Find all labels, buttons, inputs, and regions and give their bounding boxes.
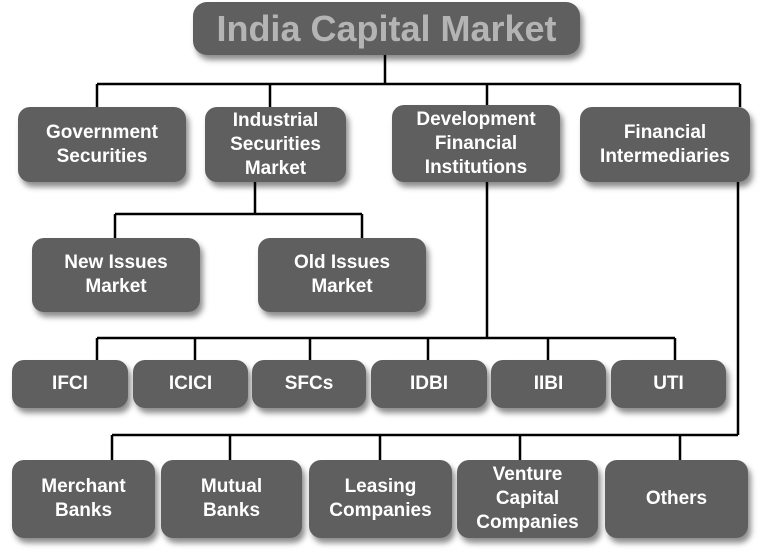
node-sfcs: SFCs	[252, 360, 366, 408]
node-iibi: IIBI	[491, 360, 606, 408]
node-old-issues-market: Old Issues Market	[258, 238, 426, 312]
node-mutual-banks: Mutual Banks	[161, 460, 302, 538]
node-government-securities: Government Securities	[18, 107, 186, 182]
node-ifci: IFCI	[12, 360, 128, 408]
node-industrial-securities-market: Industrial Securities Market	[205, 107, 346, 182]
node-leasing-companies: Leasing Companies	[309, 460, 452, 538]
node-financial-intermediaries: Financial Intermediaries	[580, 107, 750, 182]
node-new-issues-market: New Issues Market	[32, 238, 200, 312]
node-idbi: IDBI	[371, 360, 487, 408]
node-icici: ICICI	[133, 360, 248, 408]
node-others: Others	[605, 460, 748, 538]
node-merchant-banks: Merchant Banks	[12, 460, 155, 538]
node-uti: UTI	[611, 360, 726, 408]
root-node-india-capital-market: India Capital Market	[193, 2, 580, 55]
node-development-financial-institutions: Development Financial Institutions	[392, 105, 560, 182]
node-venture-capital-companies: Venture Capital Companies	[457, 460, 598, 538]
